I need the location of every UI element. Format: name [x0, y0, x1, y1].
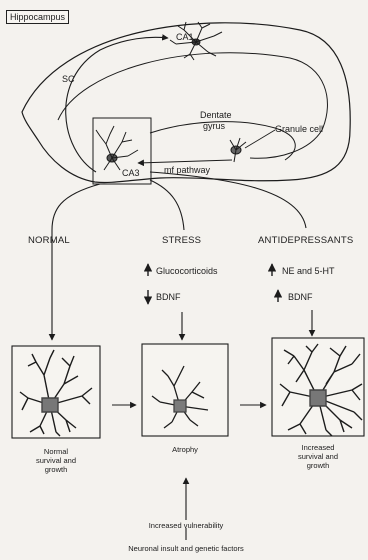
granule-pointer — [245, 130, 275, 148]
label-increased-vulnerability: Increased vulnerability — [126, 522, 246, 531]
label-normal-outcome-3: growth — [16, 466, 96, 475]
granule-cell-neuron — [230, 138, 246, 162]
label-neuronal-insult: Neuronal insult and genetic factors — [86, 545, 286, 554]
ca3-neuron — [96, 126, 138, 170]
label-increased-outcome-3: growth — [278, 462, 358, 471]
label-ne-5ht: NE and 5-HT — [282, 266, 335, 276]
line-to-stress — [150, 180, 184, 230]
mf-pathway-arrow — [138, 160, 232, 163]
atrophy-neuron-box — [142, 344, 228, 436]
label-atrophy: Atrophy — [145, 446, 225, 455]
label-ca3: CA3 — [122, 168, 140, 178]
label-sc: SC — [62, 74, 75, 84]
hippocampus-title-box: Hippocampus — [6, 10, 69, 24]
arrow-to-normal — [52, 184, 100, 340]
label-normal: NORMAL — [28, 236, 70, 246]
label-ad-bdnf: BDNF — [288, 292, 313, 302]
label-antidepressants: ANTIDEPRESSANTS — [258, 236, 353, 246]
hippocampus-outline — [22, 23, 350, 183]
label-stress-bdnf: BDNF — [156, 292, 181, 302]
label-mf-pathway: mf pathway — [164, 165, 210, 175]
label-ca1: CA1 — [176, 32, 194, 42]
label-gyrus: gyrus — [203, 121, 225, 131]
label-stress: STRESS — [162, 236, 201, 246]
label-dentate: Dentate — [200, 110, 232, 120]
hippocampus-inner-fold — [58, 53, 327, 159]
increased-neuron-box — [272, 338, 364, 436]
sc-pathway-arrow — [66, 37, 168, 172]
label-glucocorticoids: Glucocorticoids — [156, 266, 218, 276]
label-granule-cell: Granule cell — [275, 124, 323, 134]
